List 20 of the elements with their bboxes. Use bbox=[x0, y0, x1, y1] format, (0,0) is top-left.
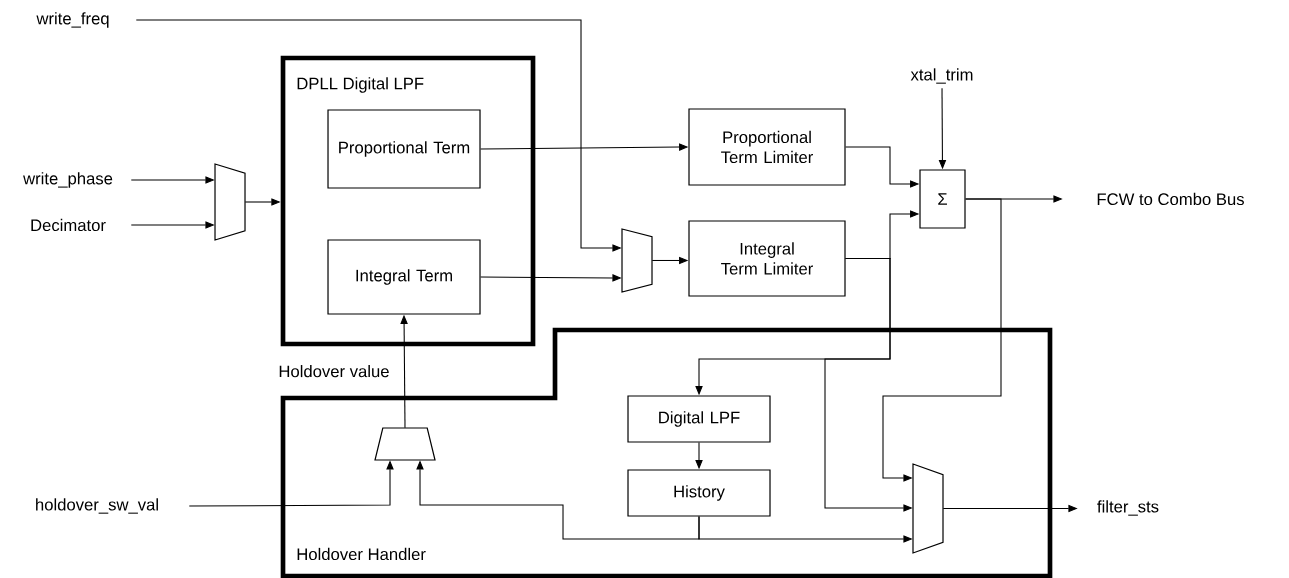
multiplexer bbox=[374, 427, 436, 461]
summing-junction: Σ bbox=[919, 169, 966, 229]
process-box: Proportional Term Limiter bbox=[688, 108, 846, 186]
signal-label: FCW to Combo Bus bbox=[1097, 192, 1244, 206]
multiplexer bbox=[621, 228, 653, 293]
arrow bbox=[882, 198, 1002, 482]
process-box: History bbox=[627, 469, 771, 517]
signal-label: write_freq bbox=[36, 12, 109, 28]
signal-label: xtal_trim bbox=[910, 68, 973, 84]
process-box: Integral Term Limiter bbox=[688, 220, 846, 297]
process-box: Digital LPF bbox=[627, 395, 771, 443]
process-box: Proportional Term bbox=[327, 109, 481, 189]
multiplexer bbox=[214, 163, 246, 241]
signal-label: write_phase bbox=[23, 172, 113, 188]
signal-label: filter_sts bbox=[1097, 500, 1159, 516]
edge-label: Holdover value bbox=[279, 365, 389, 378]
multiplexer bbox=[912, 463, 944, 554]
signal-label: holdover_sw_val bbox=[36, 498, 158, 514]
process-box: Integral Term bbox=[327, 239, 481, 315]
signal-label: Decimator bbox=[31, 218, 106, 232]
